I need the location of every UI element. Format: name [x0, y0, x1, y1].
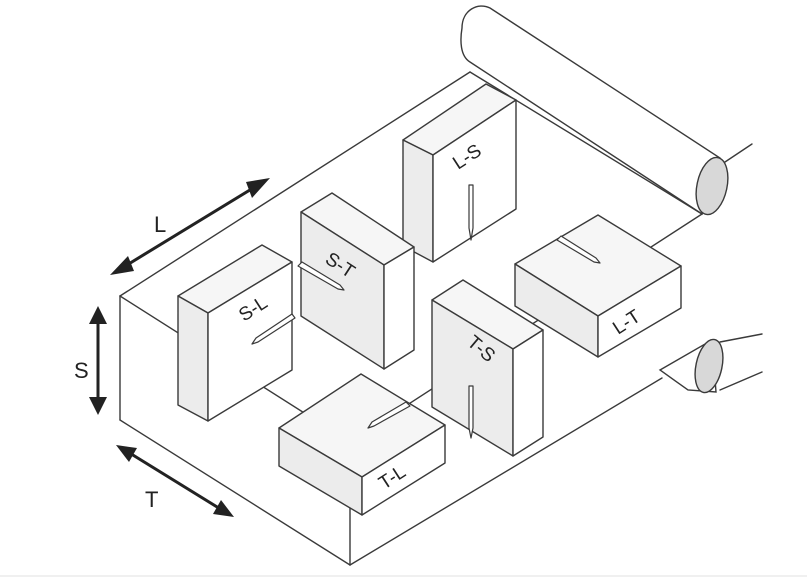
- specimen-l-t: [514, 214, 682, 358]
- axis-t-arrow: [116, 445, 234, 517]
- axis-s-arrow: [89, 306, 107, 415]
- specimen-t-l: [278, 373, 446, 516]
- specimen-s-t: [297, 192, 415, 370]
- upper-roll: [460, 5, 753, 216]
- axis-label-s: S: [74, 358, 89, 383]
- specimen-l-s: [402, 83, 517, 263]
- axis-label-t: T: [145, 487, 158, 512]
- axis-label-l: L: [154, 212, 166, 237]
- upper-roll-end: [695, 156, 729, 216]
- lower-roll-end: [694, 338, 724, 394]
- specimen-s-l: [177, 244, 296, 422]
- lower-roll: [658, 333, 763, 394]
- axis-l-arrow: [110, 178, 270, 275]
- specimen-t-s: [431, 279, 544, 457]
